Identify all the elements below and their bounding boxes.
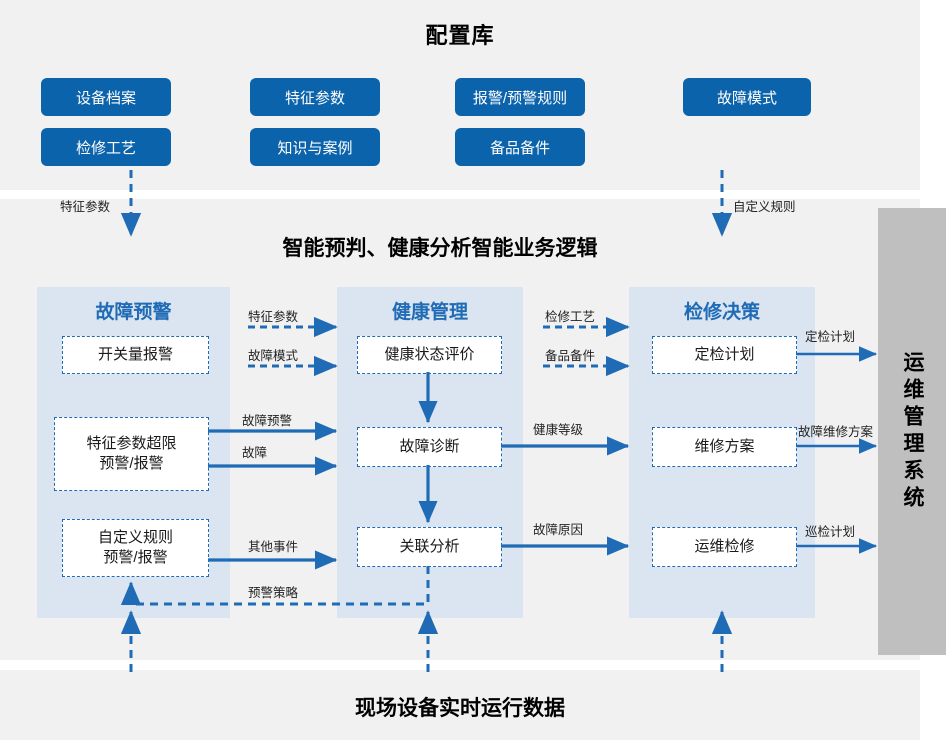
- config-box[interactable]: 备品备件: [455, 128, 585, 166]
- edge-label-fault-mode-w2h: 故障模式: [248, 349, 299, 363]
- config-box[interactable]: 报警/预警规则: [455, 78, 585, 116]
- process-node[interactable]: 运维检修: [652, 527, 797, 567]
- edge-label-repair-plan-out: 故障维修方案: [798, 425, 874, 439]
- edge-label-fault-cause-h2d: 故障原因: [533, 523, 584, 537]
- edge-label-health-level-h2d: 健康等级: [533, 423, 584, 437]
- process-node[interactable]: 维修方案: [652, 427, 797, 467]
- panel-title-maintenance-decision: 检修决策: [683, 302, 760, 323]
- process-node[interactable]: 自定义规则 预警/报警: [62, 519, 209, 577]
- edge-label-feature-param-down: 特征参数: [60, 200, 111, 214]
- edge-label-other-event-w2h: 其他事件: [248, 540, 299, 554]
- panel-title-fault-warning: 故障预警: [95, 302, 172, 323]
- config-library-title: 配置库: [425, 23, 495, 48]
- ops-management-system-sidebar: 运维管理系统: [878, 208, 946, 655]
- process-node[interactable]: 定检计划: [652, 336, 797, 374]
- edge-label-feature-param-w2h: 特征参数: [248, 310, 299, 324]
- process-node[interactable]: 特征参数超限 预警/报警: [54, 417, 209, 491]
- process-node[interactable]: 关联分析: [357, 527, 502, 567]
- edge-label-patrol-plan-out: 巡检计划: [805, 525, 856, 539]
- config-box[interactable]: 特征参数: [250, 78, 380, 116]
- edge-label-fault-w2h: 故障: [242, 446, 268, 460]
- config-box[interactable]: 检修工艺: [41, 128, 171, 166]
- field-data-title: 现场设备实时运行数据: [355, 697, 565, 720]
- process-node[interactable]: 故障诊断: [357, 427, 502, 467]
- process-node[interactable]: 开关量报警: [62, 336, 209, 374]
- config-box[interactable]: 设备档案: [41, 78, 171, 116]
- edge-label-spare-parts-h2d: 备品备件: [545, 349, 596, 363]
- process-node[interactable]: 健康状态评价: [357, 336, 502, 374]
- config-box[interactable]: 知识与案例: [250, 128, 380, 166]
- edge-label-warn-strategy-feedback: 预警策略: [248, 586, 299, 600]
- edge-label-fault-warn-w2h: 故障预警: [242, 414, 293, 428]
- edge-label-maint-process-h2d: 检修工艺: [545, 310, 596, 324]
- config-box[interactable]: 故障模式: [683, 78, 811, 116]
- field-data-band: [0, 670, 920, 740]
- edge-label-inspect-plan-out: 定检计划: [805, 330, 856, 344]
- panel-title-health-management: 健康管理: [391, 302, 468, 323]
- ops-management-system-label: 运维管理系统: [901, 350, 924, 513]
- edge-label-custom-rule-down: 自定义规则: [733, 200, 796, 214]
- business-logic-title: 智能预判、健康分析智能业务逻辑: [282, 237, 598, 260]
